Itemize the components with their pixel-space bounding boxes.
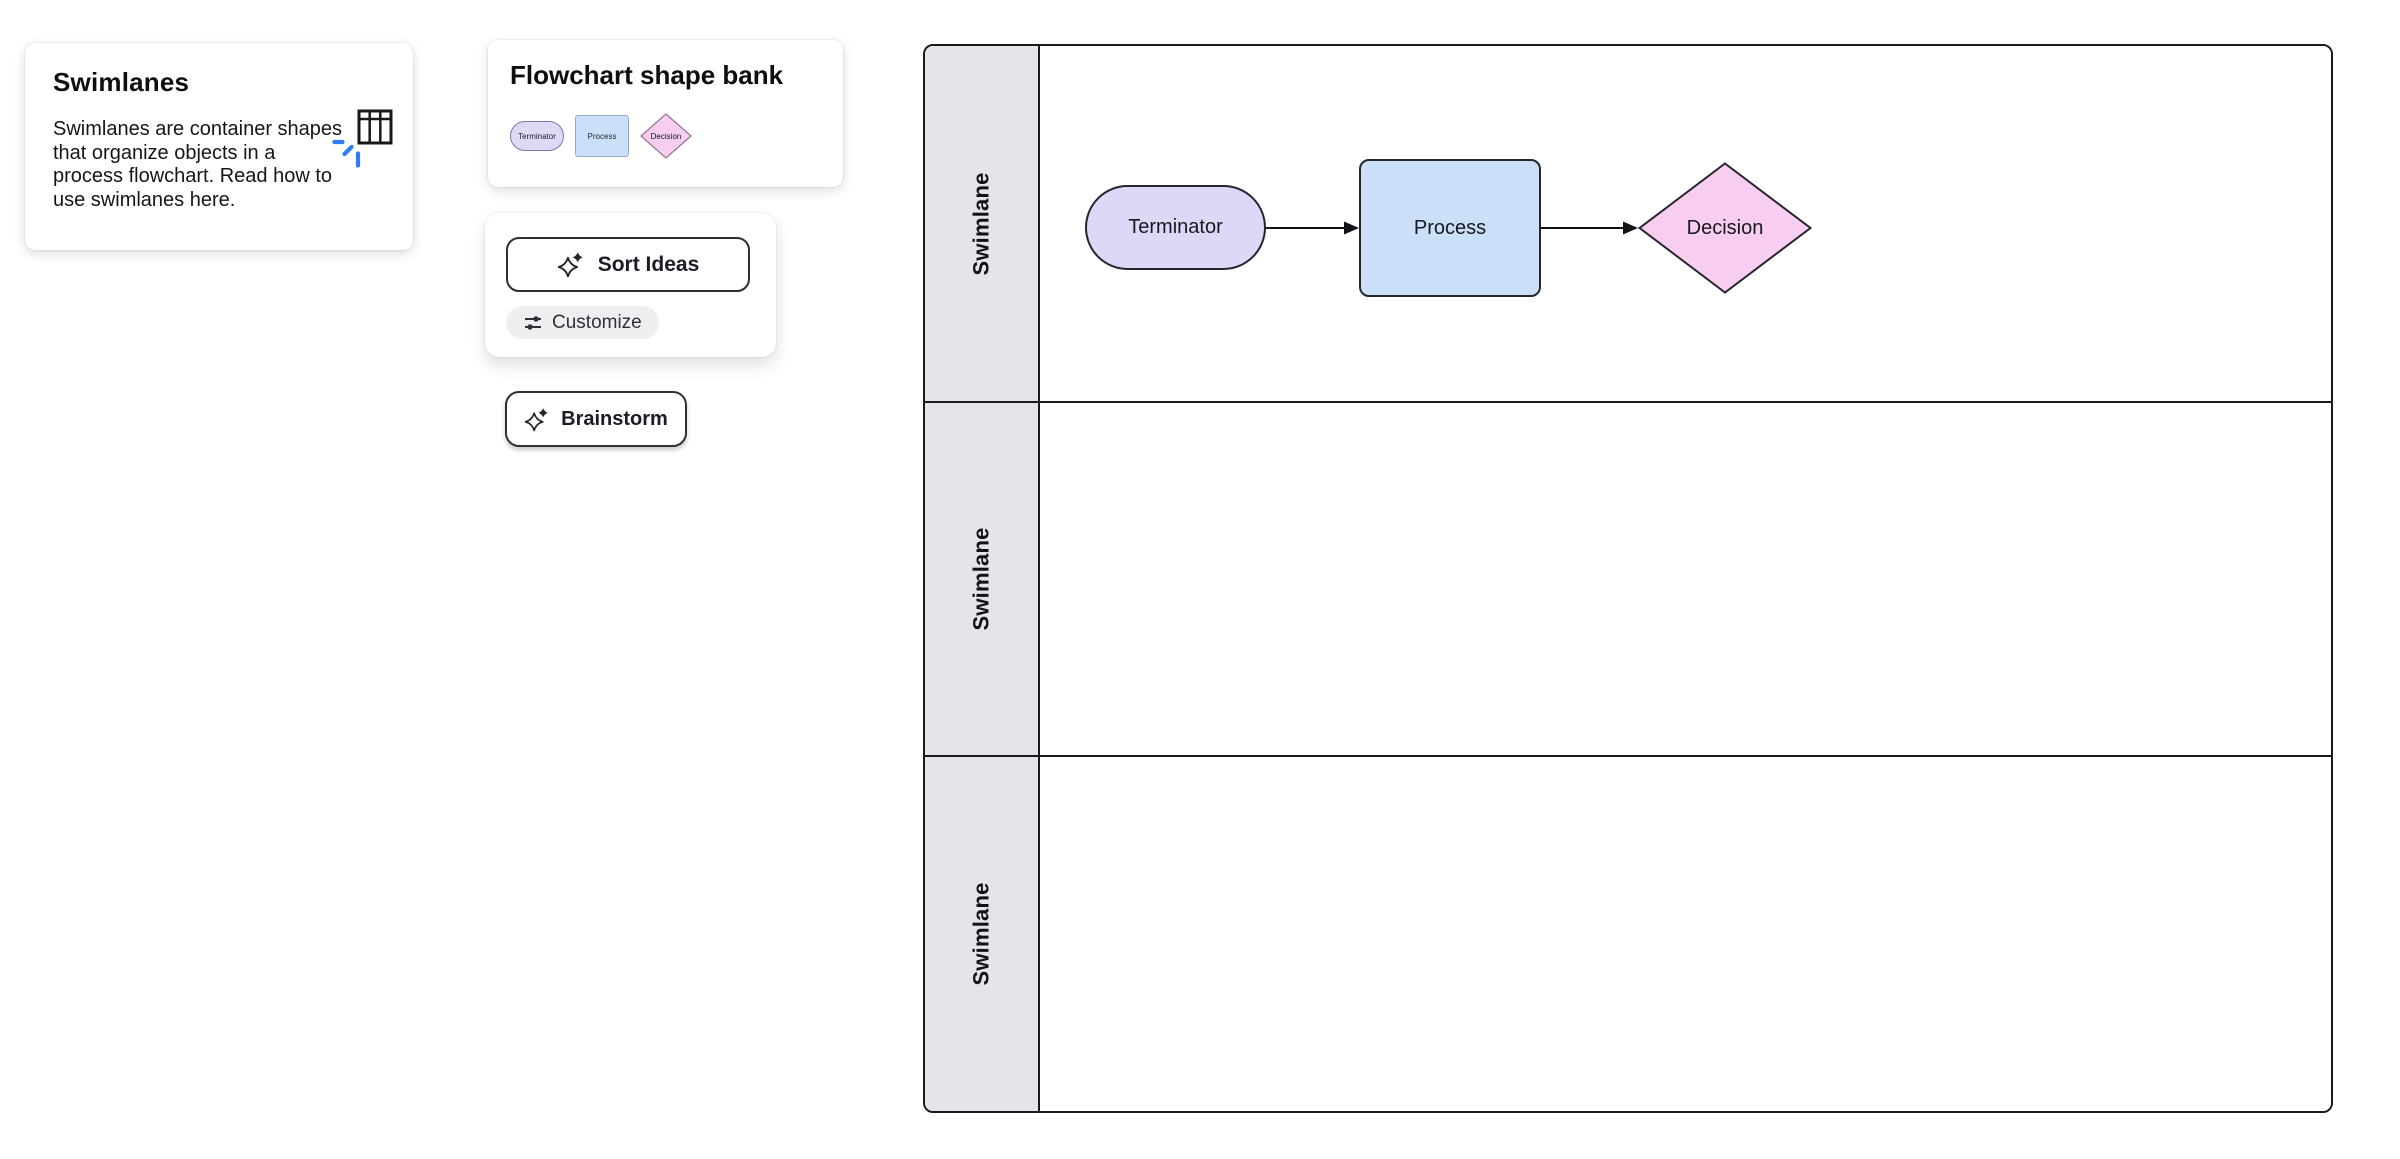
lane-2-header[interactable]: Swimlane bbox=[925, 403, 1040, 755]
sparkle-icon bbox=[557, 252, 583, 278]
lane-2-body[interactable] bbox=[1040, 403, 2331, 755]
swimlanes-info-card[interactable]: Swimlanes Swimlanes are container shapes… bbox=[25, 43, 413, 250]
lane-1-label: Swimlane bbox=[968, 171, 994, 276]
info-card-title: Swimlanes bbox=[53, 67, 190, 97]
table-icon bbox=[357, 109, 393, 145]
shape-bank-title: Flowchart shape bank bbox=[510, 60, 784, 90]
decision-diamond-icon bbox=[640, 113, 692, 159]
bank-shape-decision[interactable]: Decision bbox=[640, 113, 692, 159]
bank-shape-process[interactable]: Process bbox=[575, 115, 629, 157]
swimlane-diagram[interactable]: Swimlane Swimlane Swimlane Terminator bbox=[923, 44, 2333, 1113]
ai-spark-cursor-icon bbox=[332, 139, 361, 168]
bank-shape-label: Decision bbox=[650, 131, 682, 141]
lane-1-header[interactable]: Swimlane bbox=[925, 46, 1040, 401]
lane-2-label: Swimlane bbox=[968, 527, 994, 631]
bank-shape-label: Terminator bbox=[518, 131, 556, 141]
brainstorm-button[interactable]: Brainstorm bbox=[505, 391, 687, 447]
node-decision[interactable]: Decision bbox=[1638, 162, 1812, 294]
flowchart-shape-bank-card[interactable]: Flowchart shape bank Terminator Process … bbox=[488, 40, 843, 187]
lane-3-header[interactable]: Swimlane bbox=[925, 757, 1040, 1111]
node-terminator-label: Terminator bbox=[1128, 216, 1223, 238]
sliders-icon bbox=[525, 315, 541, 330]
sort-ideas-label: Sort Ideas bbox=[597, 252, 700, 276]
node-process-label: Process bbox=[1413, 216, 1487, 239]
swimlane-table-icon bbox=[331, 93, 395, 171]
customize-chip[interactable]: Customize bbox=[506, 306, 659, 339]
node-terminator[interactable]: Terminator bbox=[1085, 185, 1266, 270]
decision-diamond-shape bbox=[1638, 162, 1812, 294]
sparkle-icon bbox=[524, 407, 548, 431]
lane-3-label: Swimlane bbox=[968, 882, 994, 986]
sort-ideas-button[interactable]: Sort Ideas bbox=[506, 237, 750, 292]
node-process[interactable]: Process bbox=[1359, 159, 1541, 297]
bank-shape-terminator[interactable]: Terminator bbox=[510, 121, 564, 151]
shape-bank-shapes: Terminator Process Decision bbox=[510, 113, 821, 159]
brainstorm-label: Brainstorm bbox=[561, 407, 668, 430]
info-card-body: Swimlanes are container shapes that orga… bbox=[53, 118, 343, 211]
sort-ideas-card: Sort Ideas Customize bbox=[485, 213, 776, 357]
lane-3-body[interactable] bbox=[1040, 757, 2331, 1111]
bank-shape-label: Process bbox=[587, 131, 617, 141]
swimlane-lane-2[interactable]: Swimlane bbox=[925, 403, 2331, 757]
customize-label: Customize bbox=[552, 311, 642, 333]
swimlane-lane-3[interactable]: Swimlane bbox=[925, 757, 2331, 1111]
node-decision-label: Decision bbox=[1686, 216, 1764, 239]
